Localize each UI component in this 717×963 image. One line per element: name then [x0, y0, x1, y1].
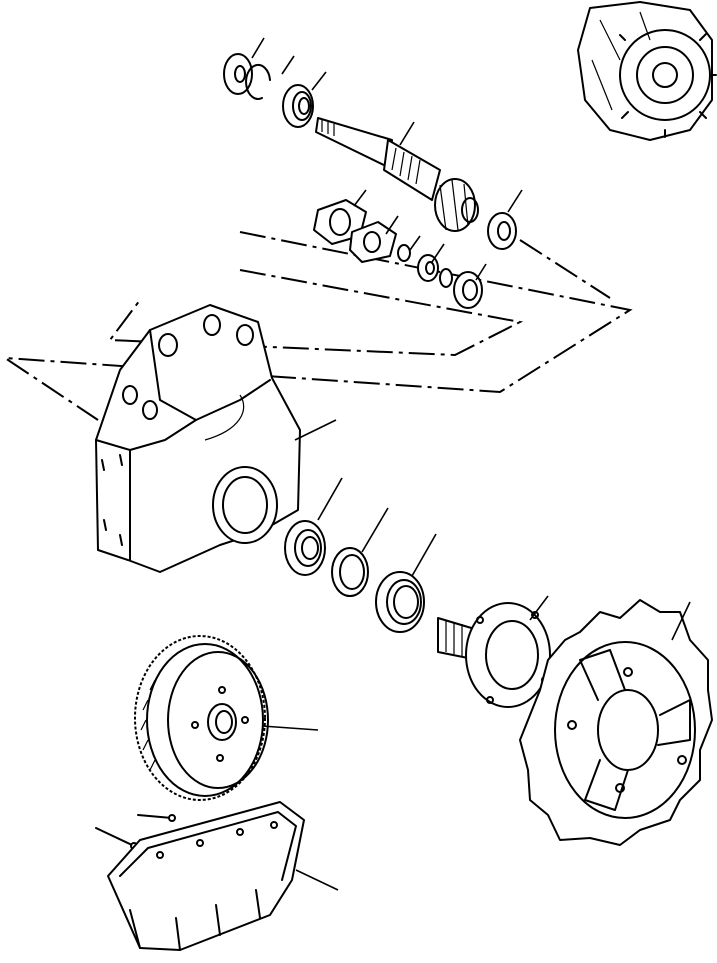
oil-pan — [107, 801, 305, 951]
assembly-phantom-lines — [1, 231, 633, 421]
drive-sprocket — [519, 599, 713, 846]
seal-ring — [331, 547, 369, 597]
gasket — [349, 221, 397, 263]
pan-bolt — [95, 827, 138, 850]
shaft-bearing-right — [487, 212, 517, 250]
shim — [439, 268, 453, 288]
output-bearing — [284, 520, 326, 576]
drain-bolt — [137, 814, 176, 822]
pinion-shaft — [315, 117, 479, 232]
shaft-bearing-lower — [453, 271, 483, 309]
assembled-final-drive-inset — [577, 1, 717, 141]
leader-lines — [251, 37, 691, 891]
output-hub — [437, 602, 551, 708]
bull-gear — [134, 635, 269, 801]
shaft-bearing-upper — [282, 84, 314, 128]
thrust-washer — [223, 53, 253, 95]
small-washer — [397, 244, 411, 262]
oil-seal — [375, 571, 425, 633]
final-drive-housing — [95, 304, 301, 573]
snap-ring — [245, 63, 271, 100]
